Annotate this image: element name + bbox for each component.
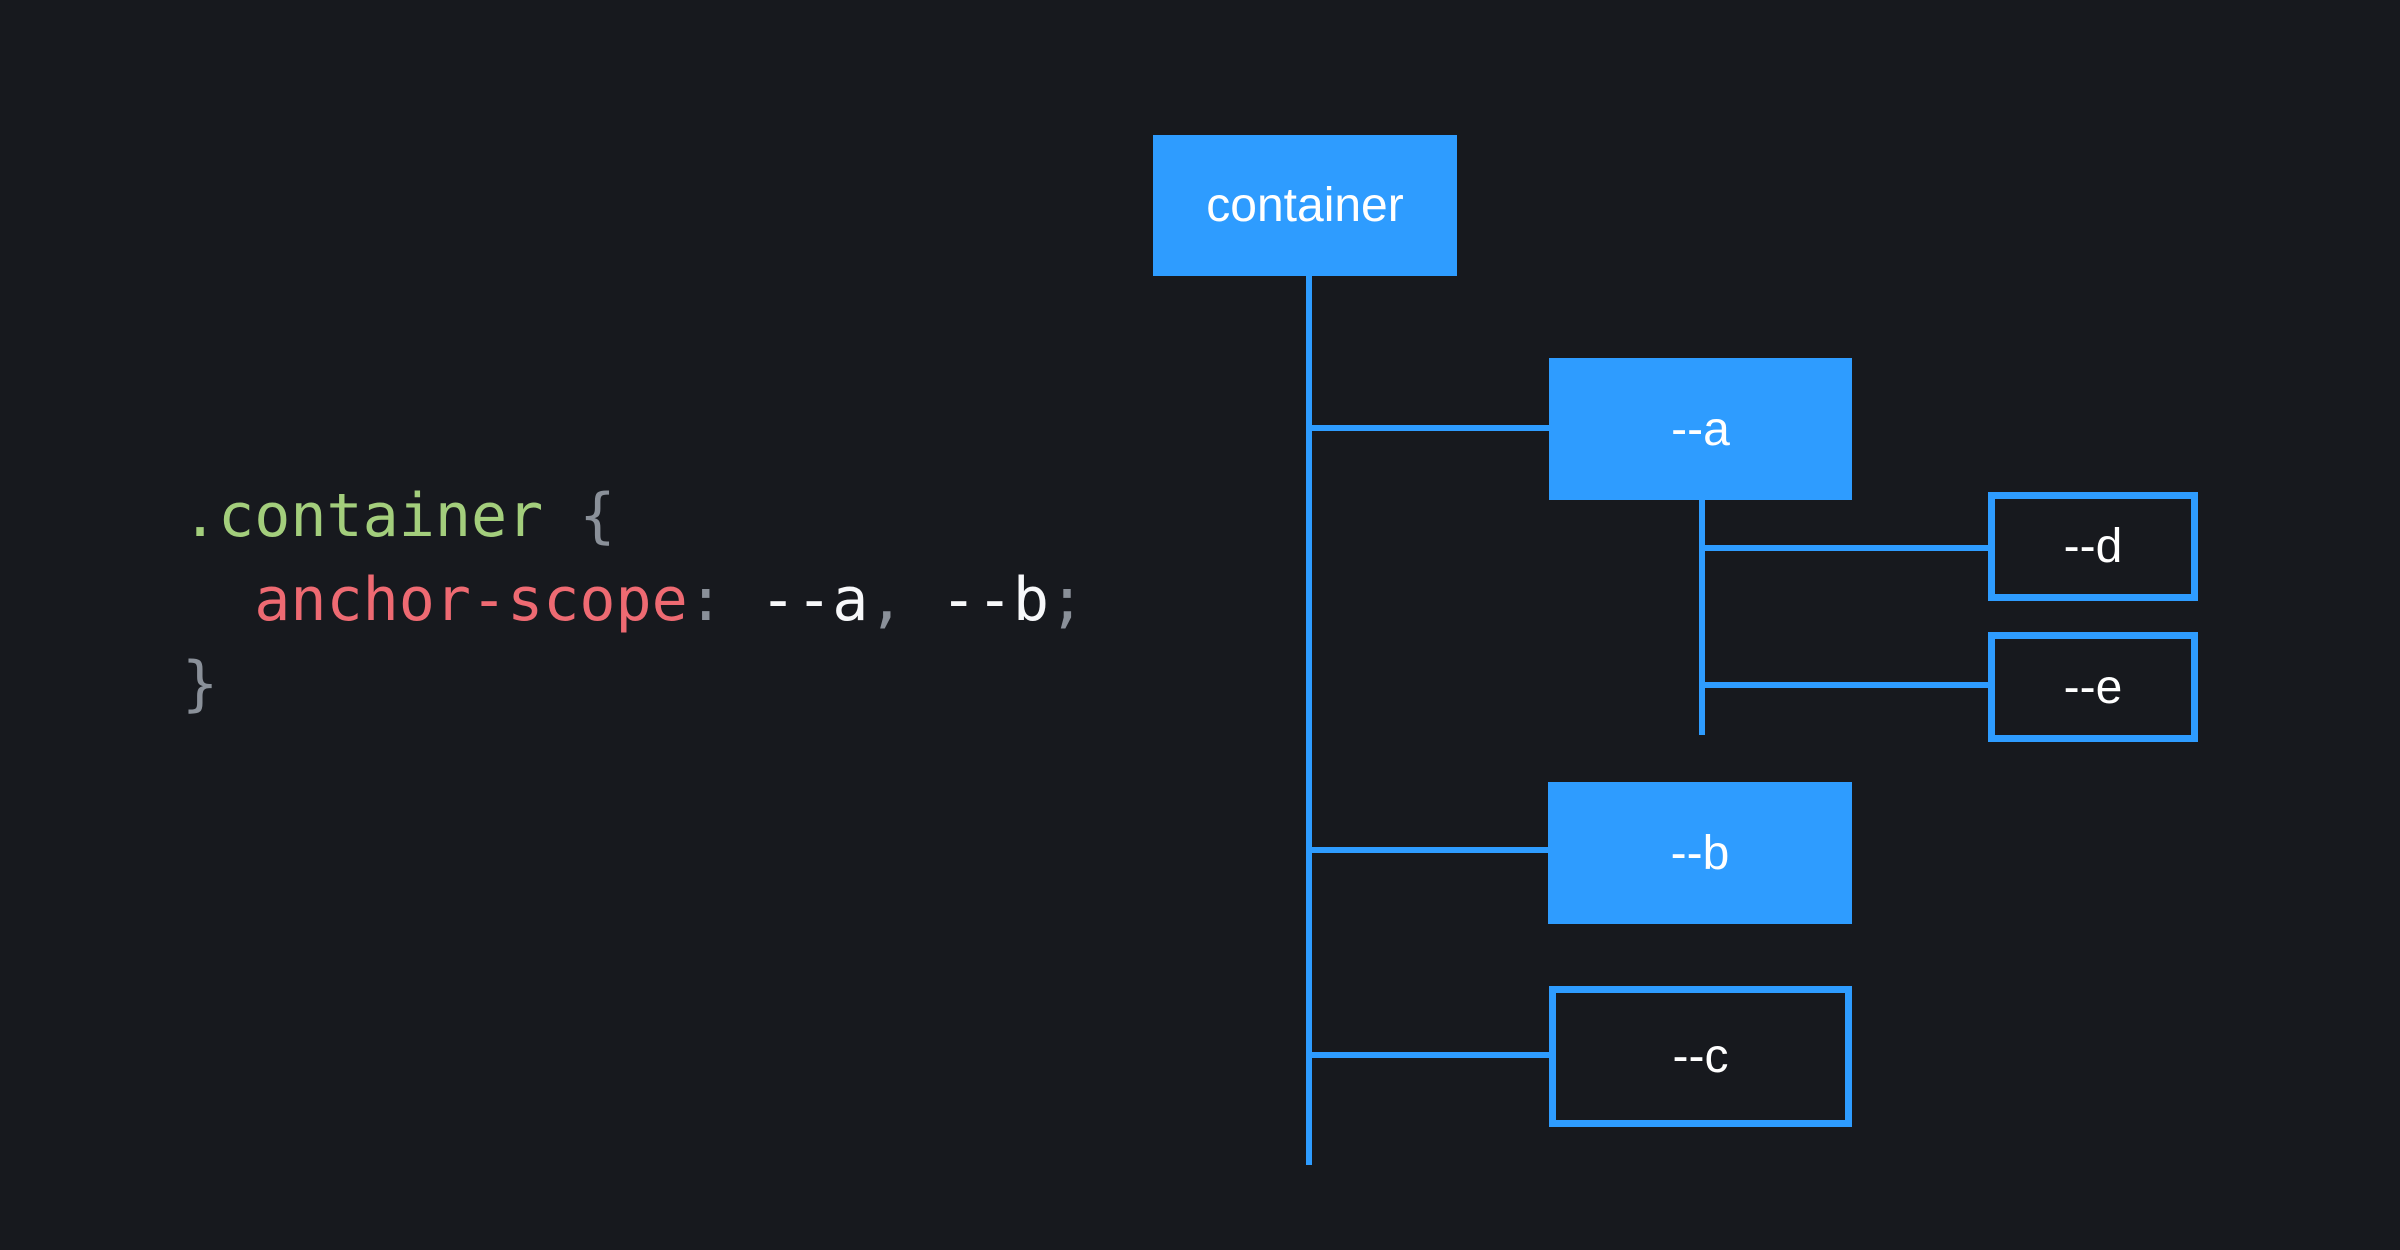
code-token-indent	[182, 565, 254, 635]
tree-node-e: --e	[1988, 632, 2198, 742]
tree-node-container: container	[1153, 135, 1457, 276]
tree-node-c: --c	[1549, 986, 1852, 1127]
code-token-colon: :	[687, 565, 760, 635]
tree-node-label: --c	[1672, 1030, 1729, 1083]
code-token-property: anchor-scope	[254, 565, 688, 635]
tree-node-label: --b	[1670, 826, 1730, 880]
tree-node-d: --d	[1988, 492, 2198, 601]
code-line-declaration: anchor-scope: --a, --b;	[182, 558, 1085, 642]
code-token-value-b: --b	[940, 565, 1049, 635]
edge-container-to-c	[1306, 1052, 1549, 1058]
tree-node-label: container	[1206, 179, 1404, 232]
code-line-close: }	[182, 642, 1085, 726]
edge-container-to-a	[1306, 425, 1549, 431]
edge-a-to-d	[1699, 545, 1988, 551]
code-token-comma: ,	[868, 565, 941, 635]
edge-a-to-e	[1699, 682, 1988, 688]
code-line-selector: .container {	[182, 474, 1085, 558]
code-token-selector: .container	[182, 481, 544, 551]
tree-node-label: --e	[2063, 660, 2123, 714]
code-token-value-a: --a	[759, 565, 869, 635]
tree-node-label: --a	[1671, 402, 1730, 456]
edge-container-to-b	[1306, 847, 1548, 853]
connector-a-trunk	[1699, 500, 1705, 735]
code-token-open-brace: {	[543, 481, 616, 551]
code-token-semicolon: ;	[1048, 565, 1086, 635]
code-token-close-brace: }	[182, 649, 219, 719]
tree-node-b: --b	[1548, 782, 1852, 924]
tree-node-a: --a	[1549, 358, 1852, 500]
css-code-snippet: .container { anchor-scope: --a, --b;}	[182, 474, 1085, 726]
connector-container-trunk	[1306, 276, 1312, 1165]
tree-node-label: --d	[2063, 520, 2123, 573]
